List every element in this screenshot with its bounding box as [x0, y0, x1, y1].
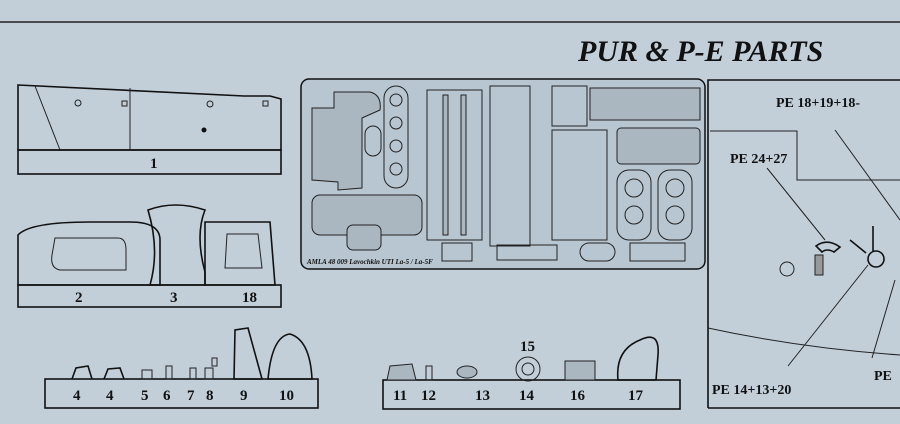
pe-fret: AMLA 48 009 Lavochkin UTI La-5 / La-5F	[300, 78, 706, 270]
part-label: 10	[279, 388, 294, 404]
part-label: 11	[393, 388, 407, 404]
part-label: 7	[187, 388, 195, 404]
part-label: 8	[206, 388, 214, 404]
part-label: 9	[240, 388, 248, 404]
part-label: 4	[106, 388, 114, 404]
fret-caption: AMLA 48 009 Lavochkin UTI La-5 / La-5F	[306, 258, 433, 266]
part-1-fuselage: 1	[17, 84, 282, 175]
part-label: 15	[520, 339, 535, 355]
part-label: 2	[75, 290, 83, 306]
part-label: 5	[141, 388, 149, 404]
callout-label: PE 18+19+18-	[776, 96, 860, 111]
callout-label: PE 24+27	[730, 152, 787, 167]
detail-view: PE 18+19+18- PE 24+27 PE 14+13+20 PE	[707, 79, 900, 409]
part-label: 4	[73, 388, 81, 404]
callout-label: PE 14+13+20	[712, 383, 791, 398]
callout-label: PE	[874, 369, 892, 384]
part-label: 3	[170, 290, 178, 306]
parts-other: 11 12 13 15 14 16 17	[382, 336, 681, 410]
part-label: 13	[475, 388, 490, 404]
part-label: 1	[150, 156, 158, 172]
parts-small: 4 4 5 6 7 8 9 10	[44, 327, 319, 409]
parts-canopy: 2 3 18	[17, 204, 282, 308]
part-label: 16	[570, 388, 586, 404]
page-title: PUR & P-E PARTS	[577, 35, 823, 68]
part-label: 18	[242, 290, 257, 306]
part-label: 17	[628, 388, 644, 404]
part-label: 6	[163, 388, 171, 404]
part-label: 14	[519, 388, 535, 404]
part-label: 12	[421, 388, 436, 404]
